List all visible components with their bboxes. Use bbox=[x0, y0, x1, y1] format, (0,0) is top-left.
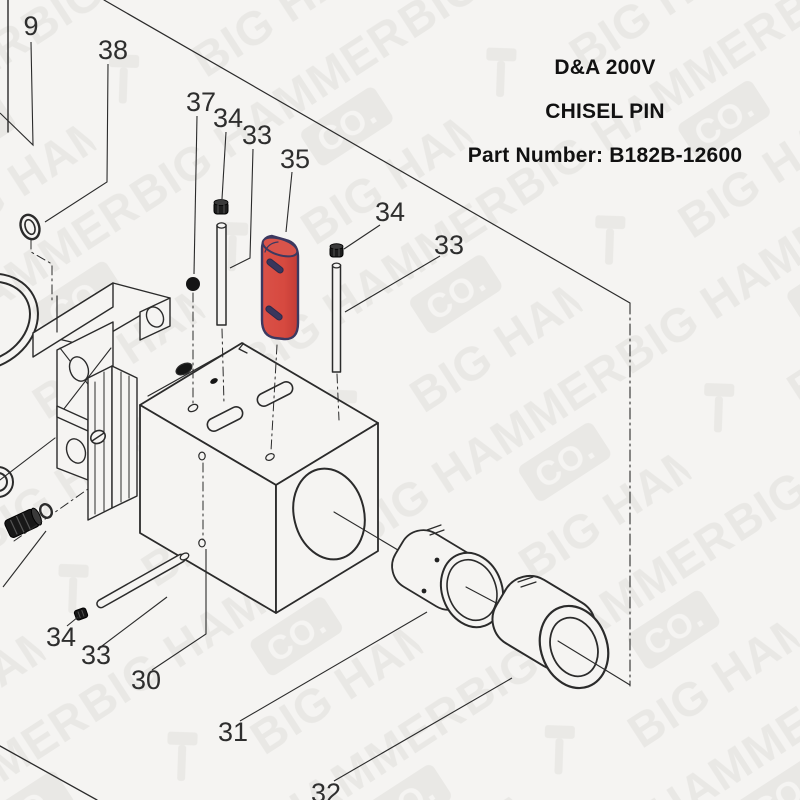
leader-line-38 bbox=[44, 63, 109, 223]
nut-34-b bbox=[329, 243, 344, 258]
leader-line-34-bottom bbox=[66, 616, 79, 627]
leader-line-34-right bbox=[343, 224, 381, 250]
leader-line-31 bbox=[239, 611, 428, 722]
model-title: D&A 200V bbox=[554, 56, 656, 79]
callout-label-35: 35 bbox=[280, 144, 310, 174]
bushing-32 bbox=[491, 574, 610, 690]
callout-label-33-top: 33 bbox=[242, 120, 272, 150]
leader-line-33-right bbox=[344, 255, 441, 313]
callout-label-9: 9 bbox=[23, 11, 38, 41]
part-number-title: Part Number: B182B-12600 bbox=[467, 144, 743, 167]
callout-label-33-right: 33 bbox=[434, 230, 464, 260]
axis-line-bushing-31 bbox=[465, 586, 501, 606]
callout-label-34-bottom: 34 bbox=[46, 622, 76, 652]
bracket-block-hole bbox=[145, 306, 165, 328]
bracket-hole-lower bbox=[65, 438, 87, 464]
o-ring-large bbox=[0, 272, 39, 372]
callout-label-34-top: 34 bbox=[213, 103, 243, 133]
brace-line-2 bbox=[59, 347, 112, 415]
leader-line-9 bbox=[0, 41, 34, 147]
side-rod-33 bbox=[96, 552, 190, 609]
pin-33-a bbox=[216, 222, 227, 326]
pin-33-b bbox=[331, 262, 342, 373]
top-small-hole bbox=[187, 403, 199, 413]
callout-label-6-partial: 6 bbox=[0, 583, 1, 613]
callout-label-32: 32 bbox=[311, 778, 341, 800]
plug-part bbox=[4, 507, 43, 538]
leader-line-32 bbox=[333, 677, 513, 782]
chisel-pin-35-highlighted bbox=[260, 234, 300, 341]
o-ring-small bbox=[39, 503, 53, 519]
title-block: D&A 200V CHISEL PIN Part Number: B182B-1… bbox=[438, 56, 772, 188]
main-bore bbox=[292, 467, 366, 561]
leader-line-33-bottom bbox=[101, 596, 168, 647]
callout-label-31: 31 bbox=[218, 717, 248, 747]
boundary-diagonal-top bbox=[103, 0, 631, 304]
centerline-oring bbox=[30, 239, 53, 301]
centerline-plug bbox=[13, 488, 89, 542]
axis-line-bushing-32 bbox=[557, 640, 631, 686]
callout-layer: 93837343335343334333031326 bbox=[0, 11, 513, 800]
leader-line-6-partial bbox=[2, 530, 47, 588]
centerline-pin-b bbox=[336, 373, 340, 421]
leader-line-34-top bbox=[221, 131, 227, 200]
bracket-beam-front-face bbox=[32, 282, 114, 358]
front-face-dot-2 bbox=[198, 538, 206, 548]
top-slot-1 bbox=[206, 406, 244, 432]
front-face-dot-1 bbox=[198, 451, 206, 461]
bracket-hole-upper bbox=[68, 356, 90, 382]
callout-label-34-right: 34 bbox=[375, 197, 405, 227]
centerline-chisel-pin bbox=[270, 344, 278, 452]
leader-line-33-top bbox=[229, 148, 254, 269]
set-screw bbox=[90, 429, 106, 445]
top-slot-2 bbox=[256, 381, 294, 407]
part-name-title: CHISEL PIN bbox=[545, 100, 665, 123]
front-top-small-hole bbox=[265, 453, 275, 461]
top-black-dot bbox=[210, 378, 218, 384]
callout-label-30: 30 bbox=[131, 665, 161, 695]
top-edge-notch bbox=[238, 343, 248, 354]
leader-line-35 bbox=[285, 171, 293, 233]
leader-line-30 bbox=[151, 549, 207, 671]
axis-line-bore bbox=[333, 511, 409, 557]
ball-37 bbox=[186, 277, 200, 291]
callout-label-38: 38 bbox=[98, 35, 128, 65]
o-ring-edge-partial bbox=[0, 466, 14, 498]
boundary-diagonal-bottomleft bbox=[0, 745, 98, 800]
nut-34-a bbox=[213, 199, 229, 215]
leader-line-37 bbox=[193, 115, 198, 275]
callout-label-37: 37 bbox=[186, 87, 216, 117]
back-step-oval-hole bbox=[175, 362, 193, 376]
o-ring-38 bbox=[19, 213, 41, 241]
callout-label-33-bottom: 33 bbox=[81, 640, 111, 670]
centerline-pin-a bbox=[221, 328, 225, 405]
